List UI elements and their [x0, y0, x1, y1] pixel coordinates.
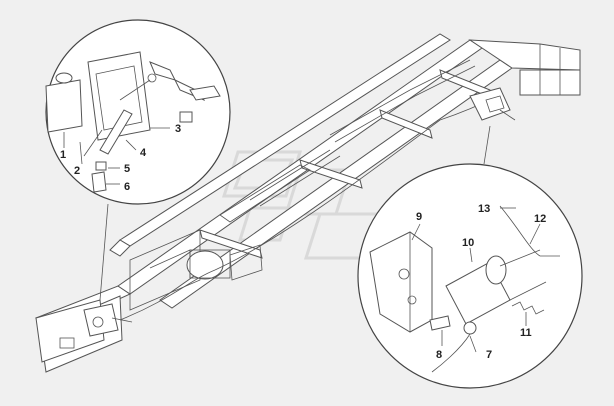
- callout-13: 13: [478, 203, 490, 215]
- chassis-frame: [35, 33, 581, 373]
- detail-circle-left: [45, 19, 231, 301]
- detail-circle-right: [357, 125, 583, 389]
- callout-10: 10: [462, 237, 474, 249]
- callout-4: 4: [140, 147, 147, 159]
- callout-labels: 1 2 3 4 5 6 7 8 9 10 11 12 13: [60, 123, 546, 361]
- callout-1: 1: [60, 149, 66, 161]
- callout-5: 5: [124, 163, 130, 175]
- callout-2: 2: [74, 165, 80, 177]
- callout-12: 12: [534, 213, 546, 225]
- callout-9: 9: [416, 211, 422, 223]
- callout-8: 8: [436, 349, 442, 361]
- callout-11: 11: [520, 327, 532, 339]
- callout-3: 3: [175, 123, 181, 135]
- callout-7: 7: [486, 349, 492, 361]
- callout-6: 6: [124, 181, 130, 193]
